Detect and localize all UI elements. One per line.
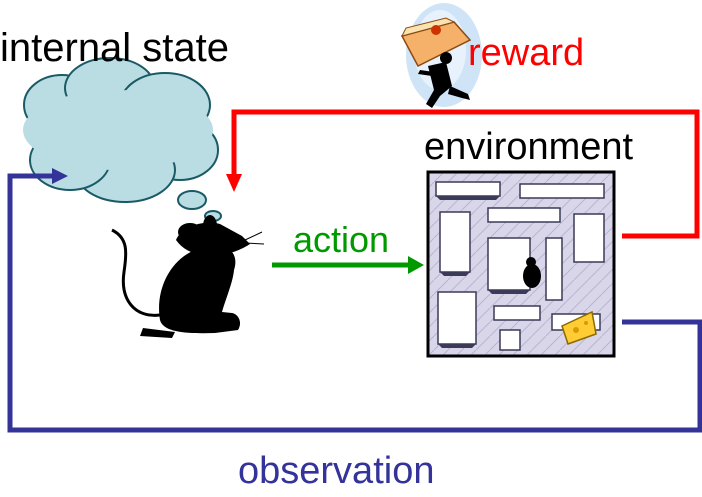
reward-label: reward [468, 32, 585, 74]
mouse-icon [111, 215, 265, 338]
running-man-with-pie-icon [400, 3, 482, 108]
reward-arrow [231, 109, 700, 239]
observation-label: observation [238, 450, 435, 492]
thought-cloud-icon [23, 57, 222, 222]
action-arrowhead [408, 256, 424, 274]
internal-state-label: internal state [0, 26, 230, 70]
maze-mouse-icon [523, 257, 541, 288]
observation-arrowhead [52, 168, 68, 184]
cheese-icon [561, 310, 597, 345]
environment-label: environment [424, 126, 634, 168]
reward-arrowhead [226, 174, 242, 192]
action-label: action [293, 219, 390, 260]
observation-arrow [7, 173, 702, 433]
